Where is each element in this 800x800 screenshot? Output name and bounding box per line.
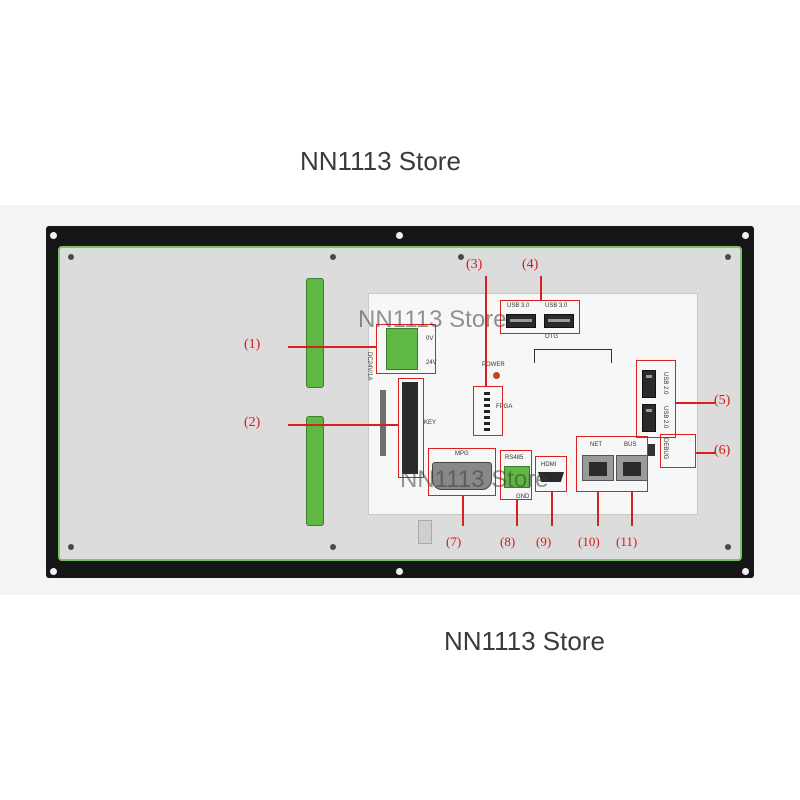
store-watermark-overlay-2: NN1113 Store [400, 466, 549, 493]
mount-hole [50, 232, 57, 239]
usb3-port-b [544, 314, 574, 328]
annotation-label-10: (10) [578, 534, 600, 549]
annotation-line-6 [696, 452, 716, 454]
usb3-label-b: USB 3.0 [545, 303, 568, 309]
bottom-tab [418, 520, 432, 544]
panel-screw [68, 254, 74, 260]
mount-hole [742, 232, 749, 239]
annotation-box-10-11 [576, 436, 648, 492]
annotation-label-3: (3) [466, 257, 483, 272]
key-connector [402, 382, 418, 474]
panel-screw [68, 544, 74, 550]
annotation-line-10 [597, 492, 599, 526]
edge-connector-2 [306, 416, 324, 526]
panel-screw [330, 544, 336, 550]
store-watermark-overlay-1: NN1113 Store [358, 306, 507, 333]
power-led [493, 372, 500, 379]
panel-screw [458, 254, 464, 260]
panel-screw [725, 254, 731, 260]
annotation-label-9: (9) [536, 534, 552, 549]
bus-port [616, 455, 648, 481]
annotation-line-3 [485, 276, 487, 386]
rs485-label: RS485 [505, 455, 524, 461]
annotation-line-8 [516, 500, 518, 526]
annotation-label-11: (11) [616, 534, 638, 549]
usb3-label-a: USB 3.0 [507, 303, 530, 309]
gnd-label: GND [516, 494, 530, 500]
dc-power-terminal [386, 328, 418, 370]
bracket-line [534, 349, 612, 363]
annotation-box-9 [535, 456, 567, 492]
annotation-line-11 [631, 492, 633, 526]
mpg-connector [432, 462, 492, 490]
annotation-label-2: (2) [244, 415, 261, 430]
annotation-box-8 [500, 450, 532, 500]
24v-label: 24V [426, 360, 437, 366]
annotation-label-1: (1) [244, 337, 261, 352]
annotation-box-6 [660, 434, 696, 468]
mount-hole [396, 232, 403, 239]
annotation-box-5 [636, 360, 676, 438]
store-watermark-top: NN1113 Store [300, 146, 461, 176]
dc-label: DC24V/1A [366, 352, 372, 381]
annotation-line-2 [288, 424, 398, 426]
annotation-label-7: (7) [446, 534, 462, 549]
annotation-label-6: (6) [714, 443, 731, 458]
hdmi-label: HDMI [541, 462, 557, 468]
annotation-label-4: (4) [522, 257, 539, 272]
mount-hole [50, 568, 57, 575]
bus-label: BUS [624, 442, 637, 448]
otg-label: OTG [545, 334, 558, 340]
usb2-port-b [642, 404, 656, 432]
fpga-header [484, 392, 490, 432]
annotation-line-7 [462, 496, 464, 526]
fpga-label: FPGA [496, 404, 513, 410]
annotation-box-1 [376, 324, 436, 374]
annotation-box-4 [500, 300, 580, 334]
usb2-port-a [642, 370, 656, 398]
panel-screw [725, 544, 731, 550]
rs485-terminal [504, 466, 530, 488]
mount-hole [742, 568, 749, 575]
annotation-label-5: (5) [714, 393, 731, 408]
edge-connector-1 [306, 278, 324, 388]
mount-hole [396, 568, 403, 575]
hdmi-port [538, 472, 564, 482]
debug-header [647, 444, 655, 456]
power-label: POWER [482, 362, 505, 368]
key-label: KEY [424, 420, 437, 426]
annotation-box-7 [428, 448, 496, 496]
annotation-label-8: (8) [500, 534, 516, 549]
net-port [582, 455, 614, 481]
net-label: NET [590, 442, 602, 448]
panel-screw [330, 254, 336, 260]
annotation-box-3 [473, 386, 503, 436]
zero-volt-label: 0V [426, 336, 434, 342]
usb3-port-a [506, 314, 536, 328]
annotation-line-4 [540, 276, 542, 300]
side-slot [380, 390, 386, 456]
annotation-box-2 [398, 378, 424, 478]
annotation-line-1 [288, 346, 376, 348]
store-watermark-bottom: NN1113 Store [444, 626, 605, 656]
annotation-line-9 [551, 492, 553, 526]
mpg-label: MPG [455, 451, 469, 457]
annotation-line-5 [676, 402, 716, 404]
